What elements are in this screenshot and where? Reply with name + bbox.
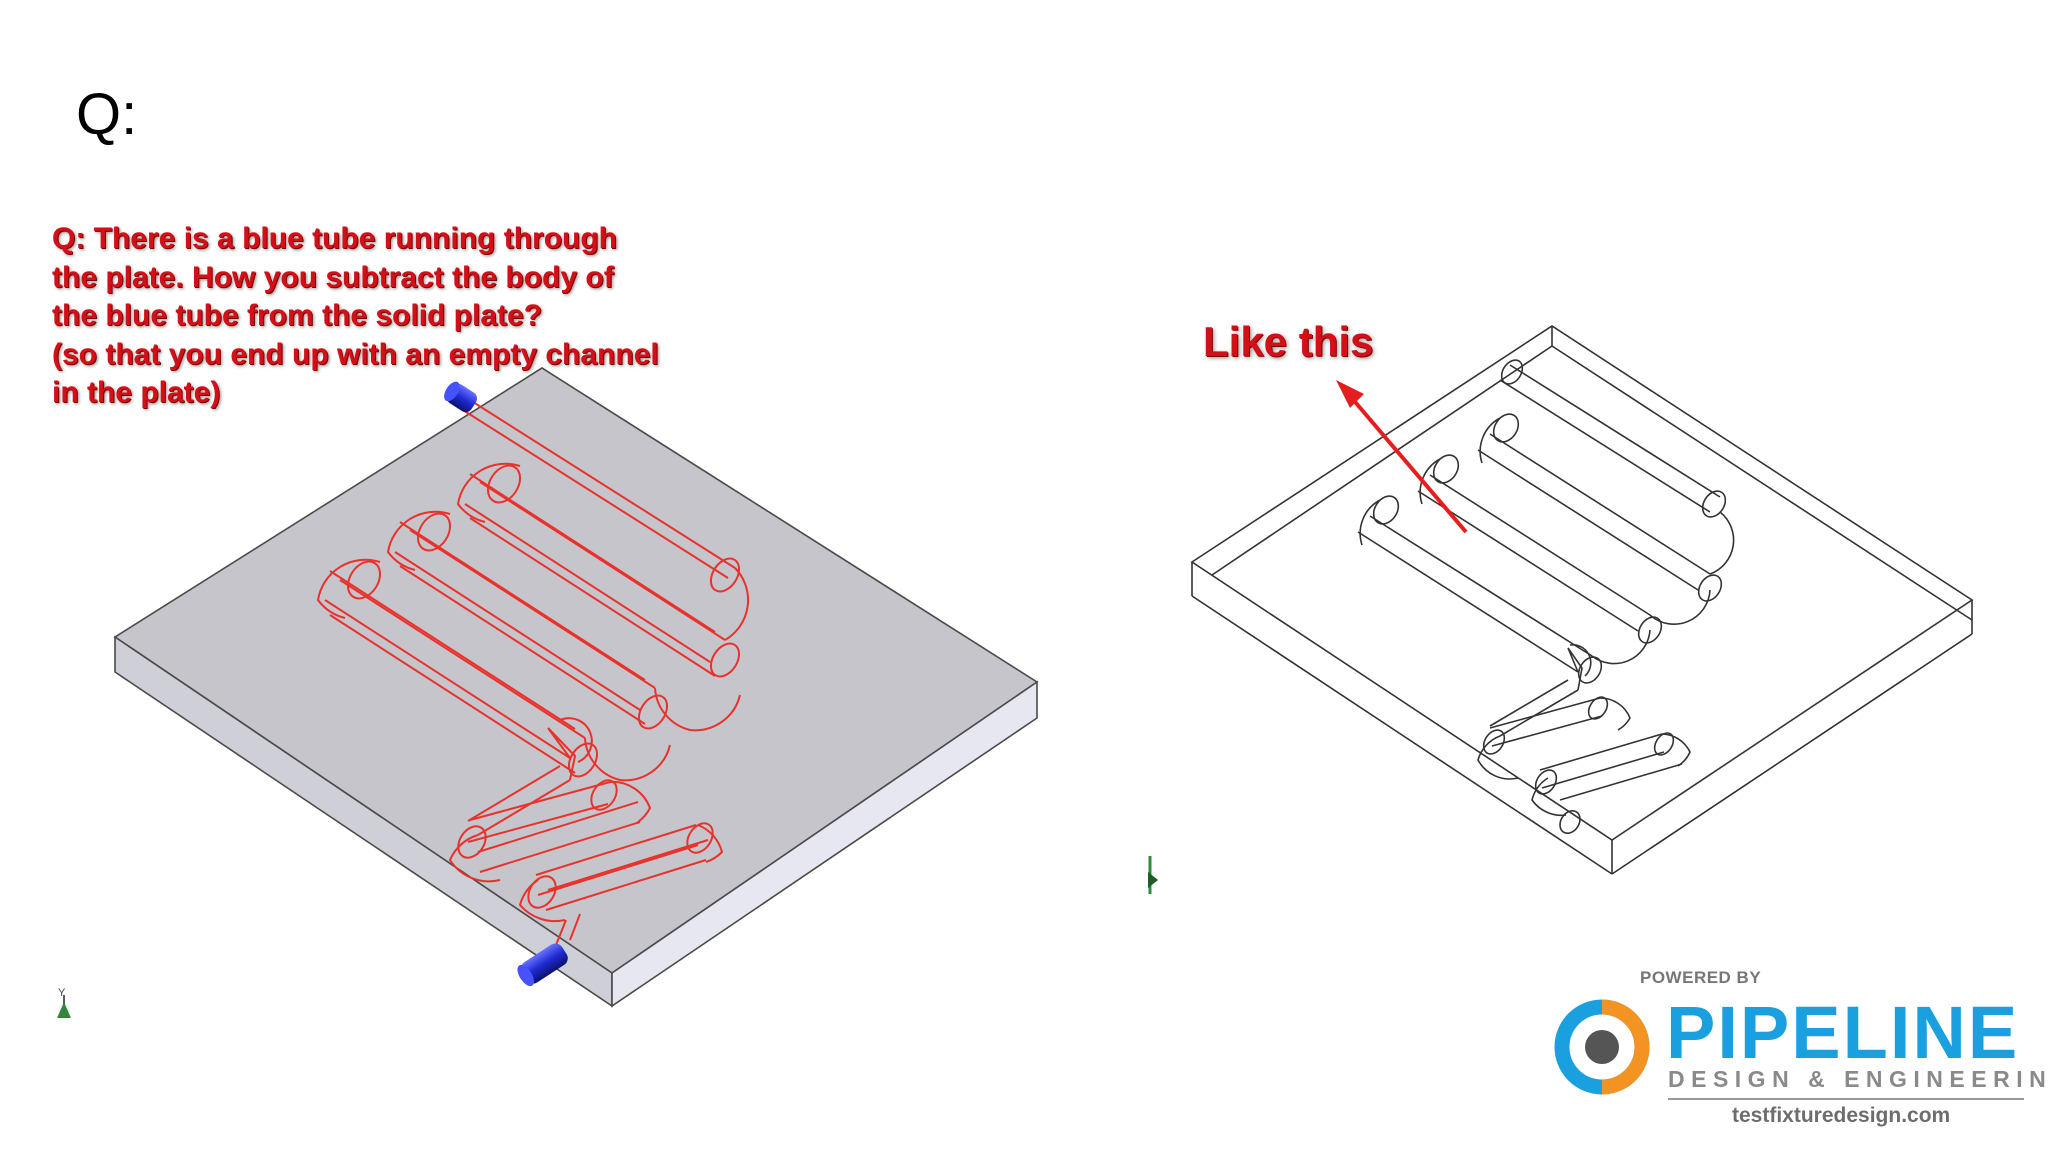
plate-right-face	[611, 680, 1038, 1008]
svg-text:Y: Y	[58, 987, 66, 999]
question-line: the blue tube from the solid plate?	[52, 299, 543, 332]
slide-title: Q:	[76, 82, 138, 147]
blue-tube-inlet	[444, 381, 478, 413]
axis-triad-icon: Y	[57, 987, 71, 1018]
question-line: in the plate)	[52, 376, 221, 409]
answer-label: Like this	[1203, 318, 1374, 365]
brand-url: testfixturedesign.com	[1732, 1104, 1951, 1127]
brand-subtitle: DESIGN & ENGINEERING	[1668, 1066, 2048, 1092]
arrow-icon	[1336, 380, 1468, 534]
solid-plate-figure: Y	[57, 367, 1039, 1018]
wireframe-plate-figure	[1148, 325, 1974, 894]
question-annotation: Q: There is a blue tube running through …	[52, 220, 752, 413]
blue-tube-outlet	[517, 943, 568, 987]
question-line: the plate. How you subtract the body of	[52, 260, 614, 294]
pipeline-logo-icon	[1554, 999, 1650, 1095]
axis-triad-icon	[1148, 856, 1158, 894]
brand-divider	[1668, 1098, 2024, 1100]
question-line: Q: There is a blue tube running through	[52, 222, 617, 255]
question-line: (so that you end up with an empty channe…	[52, 337, 659, 371]
powered-by-label: POWERED BY	[1640, 968, 1762, 987]
brand-name: PIPELINE	[1666, 991, 2020, 1074]
